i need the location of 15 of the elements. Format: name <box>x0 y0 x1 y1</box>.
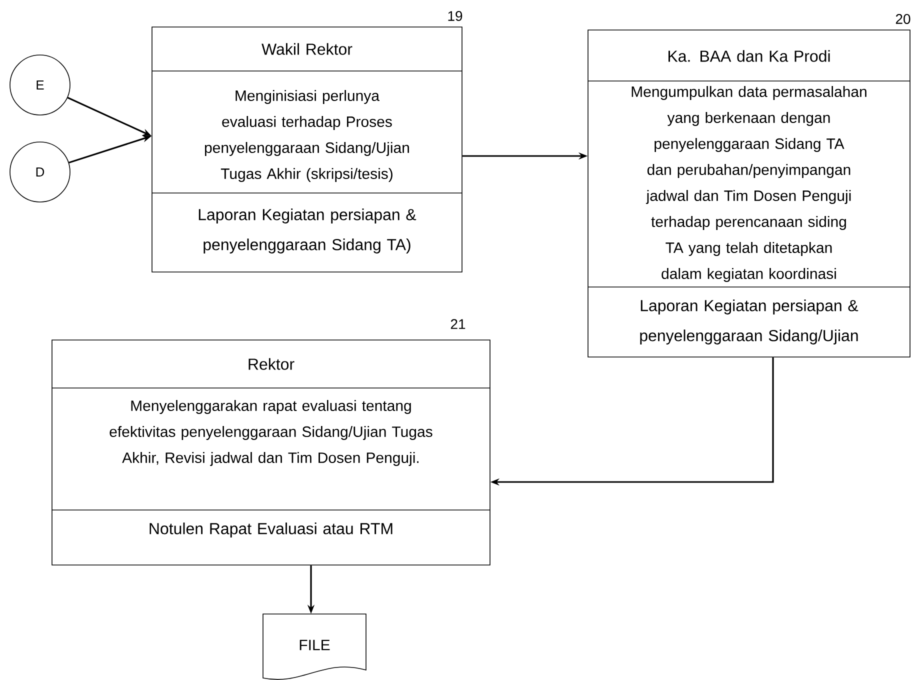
box-description: Mengumpulkan data permasalahan yang berkenaan dengan penyelenggaraan Sidang TA dan perubahan/penyimpangan jadwal dan Tim Dosen Penguji terhadap perencanaan siding TA yang telah ditetapkan dalam kegiatan koordinasi <box>632 86 866 282</box>
box-output: Laporan Kegiatan persiapan & penyelenggaraan Sidang/Ujian <box>640 300 858 344</box>
box-output: Notulen Rapat Evaluasi atau RTM <box>150 522 392 538</box>
process-box <box>152 26 462 272</box>
step-number: 20 <box>896 14 910 24</box>
box-heading: Wakil Rektor <box>262 43 352 55</box>
step-number: 19 <box>448 11 462 21</box>
process-box <box>588 30 910 358</box>
box-heading: Rektor <box>248 358 294 370</box>
box-description: Menginisiasi perlunya evaluasi terhadap Proses penyelenggaraan Sidang/Ujian Tugas Akhir (skripsi/tesis) <box>204 90 409 182</box>
step-number: 21 <box>450 319 466 329</box>
box-output: Laporan Kegiatan persiapan & penyelenggaraan Sidang TA) <box>198 208 416 254</box>
box-heading: Ka. BAA dan Ka Prodi <box>668 50 830 62</box>
process-box <box>52 340 490 566</box>
box-description: Menyelenggarakan rapat evaluasi tentang efektivitas penyelenggaraan Sidang/Ujian Tugas Akhir, Revisi jadwal dan Tim Dosen Penguji. <box>110 400 432 466</box>
